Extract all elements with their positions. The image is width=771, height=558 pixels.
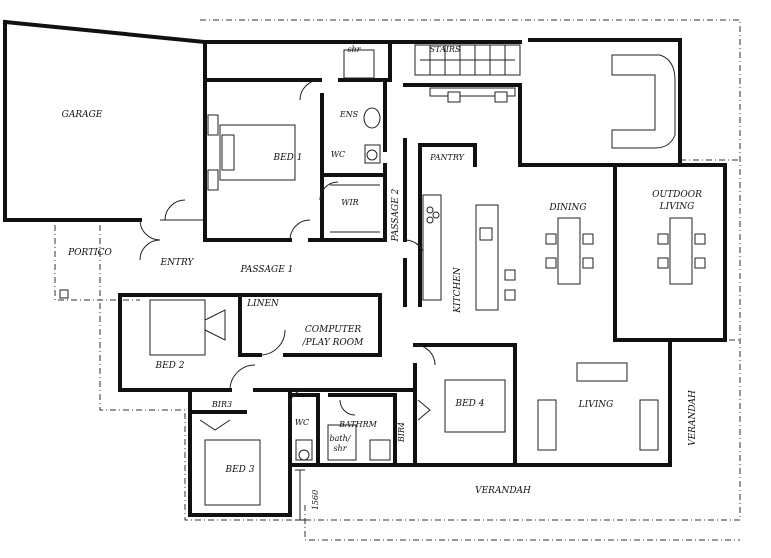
- label-outdoor-living-2: LIVING: [659, 202, 695, 212]
- main-walls: [118, 38, 727, 517]
- label-pantry: PANTRY: [429, 153, 465, 162]
- label-bed4: BED 4: [455, 399, 485, 409]
- label-wc-bottom: WC: [295, 418, 309, 427]
- label-passage1: PASSAGE 1: [240, 265, 294, 275]
- stairs: [414, 44, 521, 76]
- label-computer-2: /PLAY ROOM: [302, 338, 365, 348]
- label-verandah-bottom: VERANDAH: [475, 486, 531, 496]
- dimension-label: 1560: [311, 490, 320, 510]
- label-shr-top: shr: [347, 45, 361, 54]
- label-verandah-right: VERANDAH: [688, 390, 698, 446]
- label-bed3: BED 3: [225, 465, 255, 475]
- label-bath-shr-1: bath/: [330, 434, 352, 443]
- label-dining: DINING: [548, 203, 586, 213]
- label-bir3: BIR3: [211, 400, 232, 409]
- label-bathrm: BATHRM: [338, 420, 378, 429]
- label-wir: WIR: [341, 198, 358, 207]
- label-computer-1: COMPUTER: [305, 325, 362, 335]
- label-outdoor-living-1: OUTDOOR: [652, 190, 702, 200]
- label-bed1: BED 1: [273, 153, 303, 163]
- label-bath-shr-2: shr: [333, 444, 347, 453]
- label-linen: LINEN: [246, 299, 280, 309]
- label-garage: GARAGE: [62, 110, 103, 120]
- dimension-marker: 1560: [295, 469, 320, 521]
- label-living: LIVING: [578, 400, 614, 410]
- garage: [2, 19, 207, 222]
- label-portico: PORTICO: [67, 248, 112, 258]
- verandah-outline: [54, 19, 741, 541]
- label-wc-top: WC: [331, 150, 345, 159]
- label-ens: ENS: [339, 110, 359, 119]
- furniture: [59, 44, 706, 506]
- label-stairs: STAIRS: [430, 45, 461, 54]
- label-entry: ENTRY: [160, 258, 195, 268]
- door-swings: [139, 79, 436, 416]
- room-labels: GARAGE PORTICO ENTRY PASSAGE 1 PASSAGE 2…: [62, 45, 702, 496]
- label-kitchen: KITCHEN: [453, 266, 463, 314]
- label-passage2: PASSAGE 2: [391, 188, 401, 242]
- label-bed2: BED 2: [155, 361, 185, 371]
- label-bir4: BIR4: [397, 422, 406, 443]
